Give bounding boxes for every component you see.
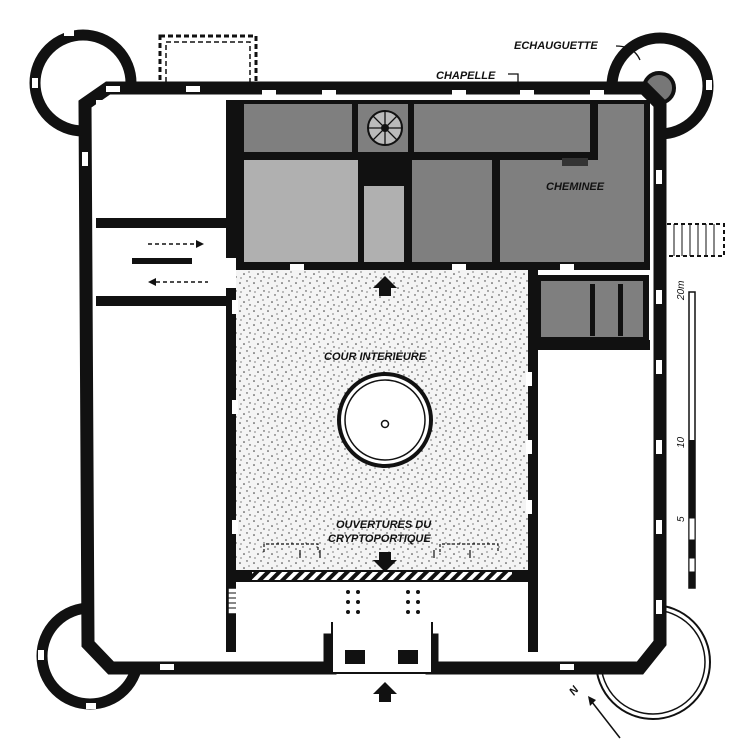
- scale-tick-10: 10: [676, 436, 687, 448]
- ruined-stair-east: [659, 223, 725, 257]
- central-well: [337, 372, 433, 468]
- label-chapelle: CHAPELLE: [436, 70, 496, 82]
- wall-openings: [82, 86, 662, 670]
- north-wing: [236, 100, 650, 270]
- leader-lines: [508, 45, 641, 88]
- north-arrow: [588, 696, 621, 739]
- label-echauguette: ECHAUGUETTE: [514, 40, 598, 52]
- entrance-arrows: [373, 276, 397, 702]
- label-cheminee: CHEMINEE: [546, 181, 605, 193]
- west-wing: [96, 100, 247, 652]
- north-label: N: [567, 683, 582, 698]
- scale-tick-20m: 20m: [676, 281, 687, 301]
- label-ouvertures-line1: OUVERTURES DU: [336, 519, 432, 531]
- spiral-staircase: [367, 110, 403, 146]
- east-wing: [528, 270, 650, 652]
- opening-pointers: [263, 543, 499, 558]
- south-gallery: [236, 582, 528, 622]
- label-ouvertures-line2: CRYPTOPORTIQUE: [328, 533, 431, 545]
- scale-bar: [688, 291, 696, 589]
- scale-tick-5: 5: [676, 516, 687, 522]
- label-cour-interieure: COUR INTERIEURE: [324, 351, 427, 363]
